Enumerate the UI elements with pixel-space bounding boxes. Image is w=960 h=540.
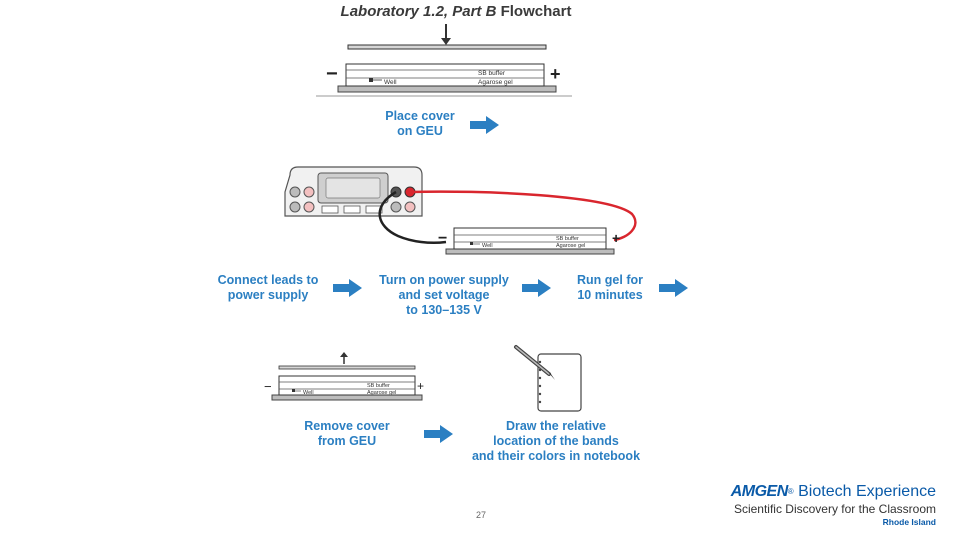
well-marker	[369, 78, 373, 82]
geu-cover-placing: Well SB buffer Agarose gel − +	[316, 24, 572, 97]
minus-terminal: −	[264, 379, 272, 394]
buffer-label: SB buffer	[367, 383, 390, 389]
step-line: from GEU	[317, 434, 377, 448]
well-label: Well	[303, 390, 314, 396]
brand-block: AMGEN® Biotech Experience Scientific Dis…	[731, 483, 936, 527]
plus-terminal: +	[550, 64, 561, 84]
step-line: and their colors in notebook	[471, 449, 641, 463]
geu-cover-removed: Well SB buffer Agarose gel − +	[264, 352, 424, 401]
gel-label: Agarose gel	[367, 390, 396, 396]
geu-chamber	[453, 227, 607, 250]
step-line: Place cover	[385, 109, 455, 123]
geu-base	[337, 85, 557, 93]
buffer-label: SB buffer	[556, 236, 579, 242]
step-remove-cover: Remove cover from GEU	[288, 419, 406, 449]
geu-base	[271, 394, 423, 401]
brand-line: AMGEN® Biotech Experience	[731, 483, 936, 501]
geu-chamber	[345, 63, 545, 87]
gel-label: Agarose gel	[556, 243, 585, 249]
buffer-label: SB buffer	[478, 70, 506, 77]
title-prefix: Laboratory 1.2, Part B	[340, 3, 497, 20]
step-line: 10 minutes	[577, 288, 643, 302]
minus-terminal: −	[326, 63, 338, 85]
gel-label: Agarose gel	[478, 79, 513, 86]
step-line: Connect leads to	[217, 273, 319, 287]
step-turn-on-power: Turn on power supply and set voltage to …	[368, 273, 520, 318]
geu-base	[445, 248, 615, 255]
step-line: Turn on power supply	[379, 273, 509, 287]
right-arrow-icon	[333, 279, 362, 297]
geu-chamber	[278, 375, 416, 396]
right-arrow-icon	[659, 279, 688, 297]
geu-cover	[278, 365, 416, 370]
plus-terminal: +	[417, 379, 424, 393]
step-draw-bands: Draw the relative location of the bands …	[466, 419, 646, 464]
page-number: 27	[475, 510, 486, 520]
brand-tagline: Scientific Discovery for the Classroom	[733, 502, 936, 516]
notebook-icon	[537, 353, 582, 412]
down-arrow-head	[441, 38, 451, 45]
right-arrow-icon	[470, 116, 499, 134]
up-arrow-head	[340, 352, 348, 357]
well-label: Well	[384, 79, 397, 86]
red-lead	[409, 190, 637, 242]
well-marker	[292, 389, 295, 392]
black-lead	[378, 190, 447, 244]
step-line: location of the bands	[493, 434, 619, 448]
step-line: Remove cover	[304, 419, 390, 433]
power-supply-icon	[284, 166, 423, 217]
right-arrow-icon	[424, 425, 453, 443]
step-line: power supply	[227, 288, 309, 302]
pencil-icon	[514, 345, 555, 380]
well-label: Well	[482, 243, 493, 249]
right-arrow-icon	[522, 279, 551, 297]
plus-terminal: +	[612, 230, 620, 246]
title-suffix: Flowchart	[496, 3, 572, 20]
geu-cover	[347, 44, 547, 50]
step-line: on GEU	[397, 124, 443, 138]
brand-product: Biotech Experience	[793, 483, 936, 500]
step-place-cover: Place cover on GEU	[360, 109, 480, 139]
geu-connected: Well SB buffer Agarose gel − +	[438, 227, 620, 255]
button	[365, 205, 383, 214]
step-line: to 130–135 V	[406, 303, 482, 317]
step-line: and set voltage	[398, 288, 490, 302]
well-marker	[470, 242, 473, 245]
step-connect-leads: Connect leads to power supply	[206, 273, 330, 303]
step-run-gel: Run gel for 10 minutes	[560, 273, 660, 303]
brand-region: Rhode Island	[882, 517, 936, 527]
page-title: Laboratory 1.2, Part B Flowchart	[0, 3, 912, 20]
step-line: Run gel for	[577, 273, 643, 287]
brand-logo: AMGEN	[730, 483, 789, 500]
minus-terminal: −	[438, 230, 447, 247]
brand-registered-mark: ®	[787, 487, 794, 496]
button	[343, 205, 361, 214]
button	[321, 205, 339, 214]
step-line: Draw the relative	[505, 419, 607, 433]
